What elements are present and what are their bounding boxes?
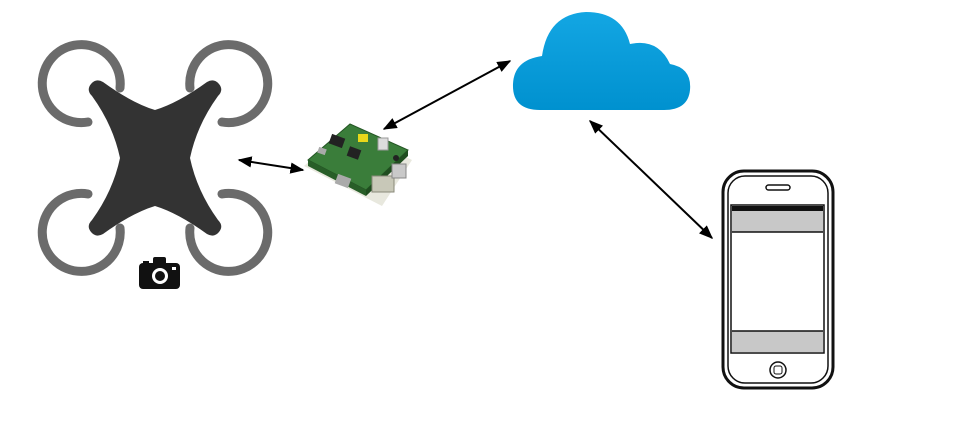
drone-body — [88, 80, 222, 236]
connection-arrows — [237, 60, 714, 239]
camera-icon — [139, 257, 180, 289]
drone-icon — [37, 40, 273, 276]
arrow-cloud-phone — [588, 120, 714, 239]
cloud-icon — [512, 12, 691, 110]
rotor-guard-icon — [37, 40, 273, 276]
arrow-drone-board — [237, 156, 305, 174]
arrow-board-cloud — [382, 60, 512, 130]
smartphone-icon — [721, 169, 835, 390]
circuit-board-icon — [304, 123, 412, 206]
